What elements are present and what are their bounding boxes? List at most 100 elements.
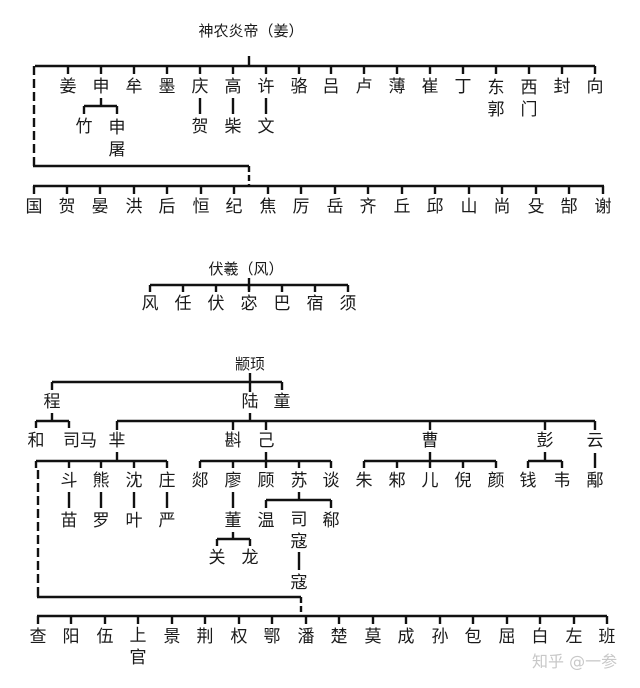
node-surname: 柴	[224, 117, 242, 137]
node-surname: 童	[273, 392, 291, 412]
node-surname: 丘	[393, 197, 411, 217]
node-surname: 曹	[421, 431, 439, 451]
node-surname: 东郭	[487, 78, 505, 120]
node-surname: 莫	[364, 627, 382, 647]
node-surname: 姜	[59, 77, 77, 97]
node-surname: 贺	[191, 117, 209, 137]
node-surname: 封	[553, 77, 571, 97]
node-surname: 邱	[426, 197, 444, 217]
node-surname: 郜	[560, 197, 578, 217]
node-surname: 尚	[493, 197, 511, 217]
node-surname: 楚	[330, 627, 348, 647]
node-surname: 后	[158, 197, 176, 217]
node-surname: 宓	[240, 294, 258, 314]
node-surname: 丁	[454, 77, 472, 97]
node-surname: 儿	[421, 471, 439, 491]
node-surname: 晏	[91, 197, 109, 217]
node-surname: 任	[174, 294, 192, 314]
node-surname: 罗	[92, 511, 110, 531]
node-surname: 宿	[306, 294, 324, 314]
node-surname: 倪	[454, 471, 472, 491]
node-surname: 荆	[196, 627, 214, 647]
node-surname: 殳	[527, 197, 545, 217]
node-surname: 权	[230, 627, 248, 647]
node-surname: 叶	[125, 511, 143, 531]
node-surname: 国	[25, 197, 43, 217]
node-surname: 贺	[58, 197, 76, 217]
node-surname: 风	[141, 294, 159, 314]
node-surname: 纪	[225, 197, 243, 217]
node-surname: 鄅	[586, 471, 604, 491]
node-surname: 西门	[520, 78, 538, 120]
node-surname: 韦	[553, 471, 571, 491]
node-surname: 向	[586, 77, 604, 97]
root-shennong: 神农炎帝（姜）	[198, 22, 304, 40]
node-surname: 苗	[60, 511, 78, 531]
node-surname: 朱	[355, 471, 373, 491]
node-surname: 廖	[224, 471, 242, 491]
node-surname: 骆	[290, 77, 308, 97]
node-surname: 潘	[297, 627, 315, 647]
root-fuxi: 伏羲（风）	[208, 260, 284, 278]
node-surname: 申屠	[108, 118, 126, 160]
node-surname: 高	[224, 77, 242, 97]
node-surname: 焦	[259, 197, 277, 217]
node-surname: 包	[464, 627, 482, 647]
node-surname: 成	[397, 627, 415, 647]
node-surname: 伏	[207, 294, 225, 314]
node-surname: 顾	[257, 471, 275, 491]
node-surname: 关	[208, 548, 226, 568]
node-surname: 查	[29, 627, 47, 647]
node-surname: 景	[163, 627, 181, 647]
node-surname: 文	[257, 117, 275, 137]
node-surname: 斗	[60, 471, 78, 491]
node-surname: 郗	[322, 511, 340, 531]
node-surname: 巴	[273, 294, 291, 314]
node-surname: 须	[339, 294, 357, 314]
node-surname: 司寇	[290, 510, 308, 552]
node-surname: 薄	[388, 77, 406, 97]
node-surname: 岳	[326, 197, 344, 217]
node-surname: 钱	[519, 471, 537, 491]
node-surname: 庆	[191, 77, 209, 97]
node-surname: 和	[27, 431, 45, 451]
node-surname: 吕	[322, 77, 340, 97]
node-surname: 芈	[108, 431, 126, 451]
node-surname: 厉	[292, 197, 310, 217]
node-surname: 颜	[487, 471, 505, 491]
node-surname: 云	[586, 431, 604, 451]
node-surname: 孙	[431, 627, 449, 647]
node-surname: 程	[43, 392, 61, 412]
watermark: 知乎 @一参	[532, 652, 618, 671]
node-surname: 沈	[125, 471, 143, 491]
node-surname: 陆	[241, 392, 259, 412]
node-surname: 崔	[421, 77, 439, 97]
node-surname: 齐	[359, 197, 377, 217]
node-surname: 温	[257, 511, 275, 531]
node-surname: 彭	[536, 431, 554, 451]
node-surname: 斟	[224, 431, 242, 451]
node-surname: 牟	[125, 77, 143, 97]
node-surname: 上官	[129, 626, 147, 668]
node-surname: 山	[460, 197, 478, 217]
node-surname: 严	[158, 511, 176, 531]
node-surname: 竹	[75, 117, 93, 137]
node-surname: 洪	[125, 197, 143, 217]
root-zhuanxu: 颛顼	[234, 355, 266, 373]
node-surname: 白	[531, 627, 549, 647]
node-surname: 阳	[62, 627, 80, 647]
node-surname: 寇	[290, 573, 308, 593]
node-surname: 谢	[594, 197, 612, 217]
node-surname: 董	[224, 511, 242, 531]
node-surname: 恒	[192, 197, 210, 217]
node-surname: 司马	[63, 431, 97, 451]
node-surname: 屈	[498, 627, 516, 647]
node-surname: 邾	[388, 471, 406, 491]
node-surname: 鄂	[263, 627, 281, 647]
node-surname: 熊	[92, 471, 110, 491]
node-surname: 墨	[158, 77, 176, 97]
node-surname: 许	[257, 77, 275, 97]
node-surname: 伍	[96, 627, 114, 647]
